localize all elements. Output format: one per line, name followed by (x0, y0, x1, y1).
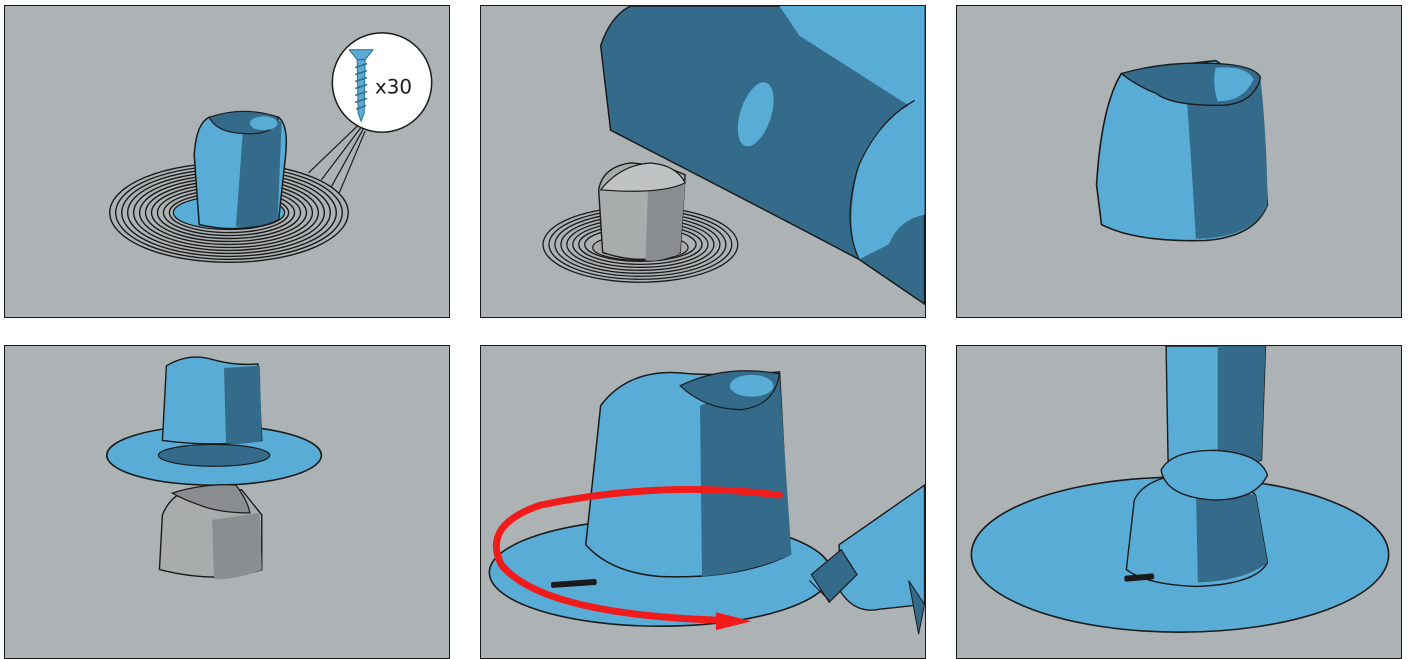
vertical-pipe-shadow (1218, 346, 1266, 465)
grey-boot-shadow (645, 183, 685, 261)
grey-boot-shadow (212, 513, 262, 580)
grey-boot-opening (601, 163, 685, 191)
step-3-panel (956, 5, 1402, 318)
step-3-illustration (957, 6, 1401, 317)
step-6-illustration (957, 346, 1401, 658)
flashing-cone-shadow (224, 366, 262, 444)
step-2-panel (480, 5, 926, 318)
boot-opening-highlight (250, 116, 278, 130)
step-5-illustration (481, 346, 925, 658)
flashing-opening-highlight (730, 375, 774, 397)
step-2-illustration (481, 6, 925, 317)
screw-quantity-label: x30 (375, 75, 412, 98)
step-6-panel (956, 345, 1402, 659)
step-1-illustration: x30 (5, 6, 449, 317)
flashing-brim-hole (158, 444, 269, 466)
step-4-panel (4, 345, 450, 659)
step-4-illustration (5, 346, 449, 658)
step-1-panel: x30 (4, 5, 450, 318)
step-5-panel (480, 345, 926, 659)
